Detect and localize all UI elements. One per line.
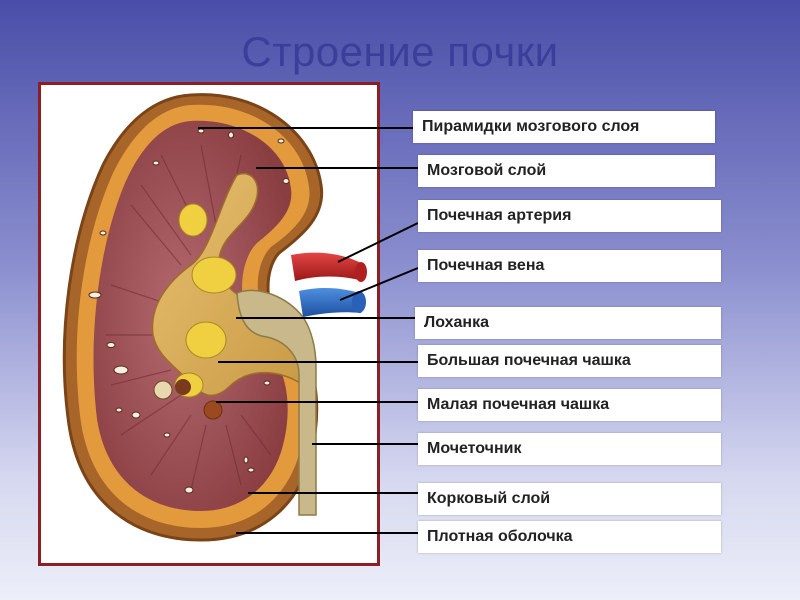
kidney-illustration: [62, 93, 367, 542]
label-ureter: Мочеточник: [418, 433, 721, 465]
kidney-image-frame: [38, 82, 380, 566]
label-renal-artery: Почечная артерия: [418, 200, 721, 232]
renal-artery-shape: [291, 252, 363, 281]
renal-vein-shape: [299, 287, 361, 317]
label-capsule: Плотная оболочка: [418, 521, 721, 553]
label-pelvis: Лоханка: [415, 307, 721, 339]
label-major-calyx: Большая почечная чашка: [418, 345, 721, 377]
label-medulla: Мозговой слой: [418, 155, 715, 187]
page-title: Строение почки: [241, 28, 559, 75]
label-minor-calyx: Малая почечная чашка: [418, 389, 721, 421]
label-renal-vein: Почечная вена: [418, 250, 721, 282]
label-pyramids: Пирамидки мозгового слоя: [413, 111, 715, 143]
renal-pelvis: [236, 289, 317, 516]
vessel-dots: [88, 128, 290, 494]
label-cortex: Корковый слой: [418, 483, 721, 515]
